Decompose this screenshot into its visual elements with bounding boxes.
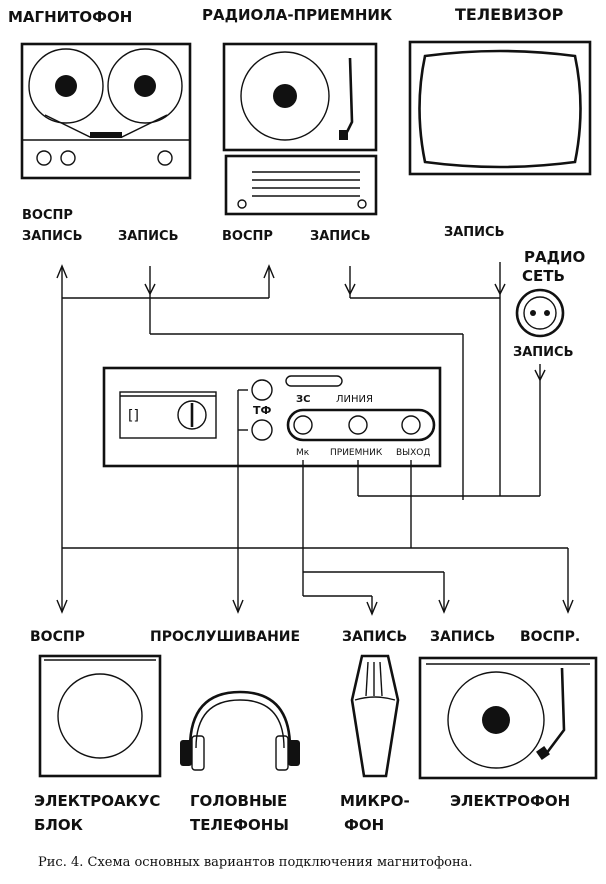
monitoring-label: ПРОСЛУШИВАНИЕ — [150, 629, 300, 645]
radiogram-play-label: ВОСПР — [222, 229, 273, 244]
radiogram-icon — [222, 42, 378, 216]
speaker-name-1: ЭЛЕКТРОАКУС — [34, 792, 160, 810]
tape-recorder-icon — [20, 42, 192, 180]
tape-recorder-title: МАГНИТОФОН — [8, 8, 132, 26]
headphones-name-2: ТЕЛЕФОНЫ — [190, 816, 289, 834]
rec-label: ЗАПИСЬ — [118, 229, 179, 244]
receiver-label: ПРИЕМНИК — [330, 448, 383, 458]
svg-text:[]: [] — [128, 408, 139, 424]
radio-outlet-icon — [515, 288, 565, 338]
radio-net-label-2: СЕТЬ — [522, 267, 565, 285]
receiver-jack — [348, 415, 368, 435]
headphones-name-1: ГОЛОВНЫЕ — [190, 792, 287, 810]
tf-jack-1 — [251, 379, 273, 401]
figure-caption: Рис. 4. Схема основных вариантов подключ… — [38, 855, 473, 870]
turntable-play-label: ВОСПР. — [520, 629, 580, 645]
speaker-name-2: БЛОК — [34, 816, 84, 834]
tf-label: ТФ — [253, 404, 272, 417]
turntable-icon — [418, 656, 598, 780]
tv-title: ТЕЛЕВИЗОР — [455, 5, 564, 24]
headphones-icon — [180, 690, 300, 771]
output-label: ВЫХОД — [396, 448, 430, 458]
mic-rec-label: ЗАПИСЬ — [342, 629, 407, 645]
tr-rec-label: ЗАПИСЬ — [22, 229, 83, 244]
speaker-icon — [38, 654, 162, 778]
radio-net-label-1: РАДИО — [524, 248, 585, 266]
mic-name-2: ФОН — [344, 816, 384, 834]
line-label: ЛИНИЯ — [336, 394, 373, 405]
mic-jack — [293, 415, 313, 435]
tf-jack-2 — [251, 419, 273, 441]
zs-label: ЗС — [296, 394, 310, 405]
tv-icon — [408, 40, 592, 176]
tr-play-label: ВОСПР — [22, 208, 73, 223]
radiogram-rec-label: ЗАПИСЬ — [310, 229, 371, 244]
tape-recorder-panel: [] ТФ ЗС ЛИНИЯ Мк ПРИЕМНИК ВЫХОД — [102, 366, 442, 468]
mic-label: Мк — [296, 448, 310, 458]
wiring — [56, 262, 574, 616]
turntable-name: ЭЛЕКТРОФОН — [450, 792, 570, 810]
speaker-play-label: ВОСПР — [30, 629, 85, 645]
mic-name-1: МИКРО- — [340, 792, 410, 810]
radiogram-title: РАДИОЛА-ПРИЕМНИК — [202, 6, 393, 24]
receiver-rec-label: ЗАПИСЬ — [430, 629, 495, 645]
microphone-icon — [350, 654, 400, 778]
tv-rec-label: ЗАПИСЬ — [444, 225, 505, 240]
radio-net-rec-label: ЗАПИСЬ — [513, 345, 574, 360]
output-jack — [401, 415, 421, 435]
